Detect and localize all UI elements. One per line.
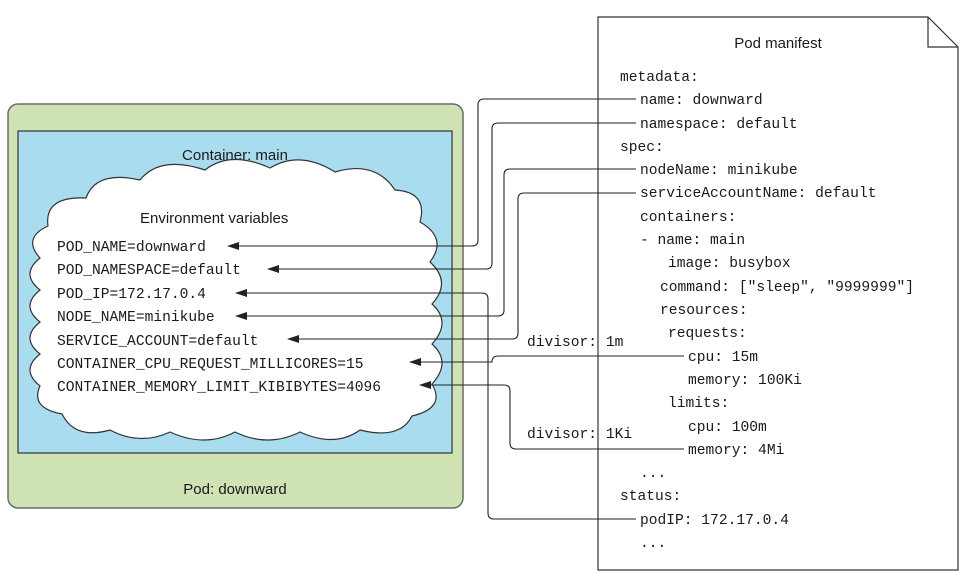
- env-var-pod-name: POD_NAME=downward: [57, 240, 206, 256]
- connector-name-to-pod-name: [227, 98, 636, 250]
- manifest-line-limits-memory: memory: 4Mi: [688, 443, 785, 459]
- manifest-line-image: image: busybox: [668, 256, 791, 272]
- manifest-line-name: name: downward: [640, 93, 763, 109]
- connector-cpu-request-to-millicores: [409, 355, 684, 366]
- manifest-line-metadata: metadata:: [620, 70, 699, 86]
- manifest-line-limits: limits:: [668, 396, 729, 412]
- container-label: Container: main: [182, 147, 288, 164]
- manifest-dog-ear: [927, 17, 958, 48]
- manifest-line-containers: containers:: [640, 210, 736, 226]
- env-var-service-account: SERVICE_ACCOUNT=default: [57, 334, 258, 350]
- env-var-node-name: NODE_NAME=minikube: [57, 310, 215, 326]
- cpu-divisor-label: divisor: 1m: [527, 335, 624, 351]
- manifest-title: Pod manifest: [734, 35, 822, 52]
- manifest-line-podip: podIP: 172.17.0.4: [640, 513, 789, 529]
- env-var-pod-ip: POD_IP=172.17.0.4: [57, 287, 206, 303]
- connector-serviceaccount-to-service-account: [287, 192, 636, 343]
- env-title: Environment variables: [140, 210, 288, 227]
- connector-nodename-to-node-name: [235, 168, 636, 320]
- manifest-line-namespace: namespace: default: [640, 117, 798, 133]
- env-var-memory-limit: CONTAINER_MEMORY_LIMIT_KIBIBYTES=4096: [57, 380, 381, 396]
- manifest-line-spec: spec:: [620, 140, 664, 156]
- manifest-line-nodename: nodeName: minikube: [640, 163, 798, 179]
- manifest-line-limits-cpu: cpu: 100m: [688, 420, 767, 436]
- manifest-line-serviceaccountname: serviceAccountName: default: [640, 186, 876, 202]
- env-cloud: [29, 158, 443, 441]
- manifest-line-resources: resources:: [660, 303, 748, 319]
- manifest-line-container-name: - name: main: [640, 233, 745, 249]
- connector-memory-limit-to-kibibytes: [419, 381, 684, 450]
- manifest-line-requests: requests:: [668, 326, 747, 342]
- env-var-pod-namespace: POD_NAMESPACE=default: [57, 263, 241, 279]
- manifest-line-status: status:: [620, 489, 681, 505]
- connector-podip-to-pod-ip: [235, 289, 636, 520]
- manifest-line-command: command: ["sleep", "9999999"]: [660, 280, 914, 296]
- env-var-cpu-request: CONTAINER_CPU_REQUEST_MILLICORES=15: [57, 357, 364, 373]
- manifest-line-requests-cpu: cpu: 15m: [688, 350, 758, 366]
- manifest-line-ellipsis-2: ...: [640, 536, 666, 552]
- connector-namespace-to-pod-namespace: [267, 122, 636, 273]
- manifest-line-requests-memory: memory: 100Ki: [688, 373, 802, 389]
- pod-label: Pod: downward: [183, 481, 286, 498]
- manifest-line-ellipsis-1: ...: [640, 466, 666, 482]
- manifest-document: [597, 16, 959, 571]
- memory-divisor-label: divisor: 1Ki: [527, 427, 632, 443]
